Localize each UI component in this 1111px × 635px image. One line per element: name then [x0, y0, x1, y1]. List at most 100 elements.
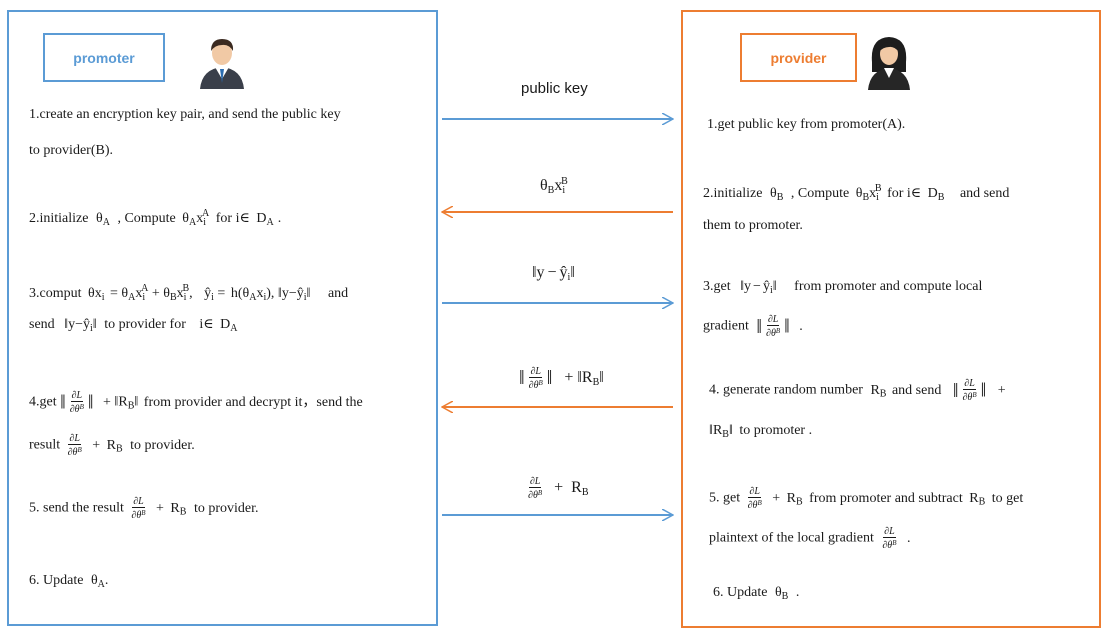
text-math-dTheta: ∂θ	[962, 392, 973, 403]
text-math-theta: θ	[182, 211, 189, 226]
text-math-close: )	[266, 286, 271, 301]
text-provider-steps-s3a: 3.get	[703, 279, 731, 294]
text-provider-steps-s2e: them to promoter.	[703, 218, 803, 233]
text-math-minus: −	[547, 264, 557, 281]
text-math-A: A	[128, 292, 136, 303]
text-promoter-steps-s4b: from provider and decrypt it，send the	[143, 394, 363, 410]
text-math-B: B	[547, 185, 555, 196]
text-math-dTheta: ∂θ	[747, 500, 758, 511]
text-math-plus: +	[554, 479, 564, 497]
text-math-dTheta: ∂θ	[69, 404, 80, 415]
text-promoter-steps-s4a: 4.get	[29, 394, 57, 410]
text-math-norm: ‖	[740, 279, 745, 294]
text-math-A: A	[266, 217, 274, 228]
text-math-dTheta: ∂θ	[528, 490, 538, 501]
text-math-i: i	[567, 272, 571, 283]
text-math-theta: θ	[242, 286, 250, 301]
text-math-B: B	[170, 292, 177, 303]
text-math-dot: .	[799, 318, 803, 334]
provider-step-3: 3.get ‖y−ŷi‖ from promoter and compute …	[703, 278, 1088, 348]
text-math-norm: ‖	[577, 369, 582, 387]
text-math-hat: ŷ	[559, 264, 568, 281]
text-math-y: y	[744, 279, 752, 294]
text-math-R: R	[712, 423, 723, 438]
text-math-norm: ‖	[519, 367, 525, 389]
text-math-dot: .	[906, 530, 911, 546]
promoter-step-1: 1.create an encryption key pair, and sen…	[29, 106, 429, 158]
text-math-B: B	[775, 327, 781, 335]
text-math-norm: ‖	[306, 286, 311, 301]
text-math-norm: ‖	[92, 317, 97, 332]
text-math-x: x	[94, 286, 102, 301]
text-math-i: i	[183, 292, 187, 303]
text-math-y: y	[68, 317, 76, 332]
text-math-B: B	[592, 377, 600, 389]
text-promoter-steps-s5b: to provider.	[193, 500, 259, 516]
text-math-theta: θ	[95, 211, 103, 226]
text-math-plus: +	[772, 490, 781, 506]
text-provider-steps-s5a: 5. get	[709, 490, 741, 506]
text-math-dL: ∂L	[70, 390, 84, 402]
text-provider-steps-s5d: plaintext of the local gradient	[709, 530, 874, 546]
promoter-step-6: 6. Update θA.	[29, 572, 229, 594]
text-provider-steps-s5c: to get	[991, 490, 1024, 506]
text-math-B: B	[581, 487, 589, 499]
text-math-A: A	[141, 283, 149, 294]
text-provider-steps-s4a: 4. generate random number	[709, 382, 863, 398]
text-provider-steps-s4b: and send	[891, 382, 942, 398]
text-math-y: y	[281, 286, 289, 301]
text-math-B: B	[141, 509, 146, 517]
text-math-B: B	[874, 183, 882, 194]
text-provider-steps-s3c: gradient	[703, 318, 749, 334]
text-promoter-steps-s2a: 2.initialize	[29, 211, 89, 226]
text-math-i: i	[142, 292, 146, 303]
text-math-R: R	[170, 500, 180, 516]
text-math-B: B	[116, 443, 123, 455]
text-math-i: i	[101, 292, 105, 303]
text-math-B: B	[937, 192, 945, 203]
text-promoter-steps-s5a: 5. send the result	[29, 500, 124, 516]
text-math-dot: .	[795, 585, 800, 600]
text-math-theta: θ	[121, 286, 129, 301]
text-math-plus: +	[103, 394, 111, 410]
text-promoter-steps-s1a: 1.create an encryption key pair, and sen…	[29, 107, 341, 122]
text-math-R: R	[969, 490, 979, 506]
text-math-D: D	[256, 211, 267, 226]
provider-step-5: 5. get ∂L∂θB + RB from promoter and subt…	[709, 486, 1094, 556]
text-math-dL: ∂L	[528, 476, 542, 488]
text-math-theta: θ	[769, 186, 777, 201]
text-math-theta: θ	[855, 186, 863, 201]
text-math-D: D	[927, 186, 938, 201]
text-math-dTheta: ∂θ	[67, 447, 78, 458]
text-math-A: A	[102, 217, 110, 228]
text-math-norm: ‖	[772, 279, 777, 294]
text-math-B: B	[757, 499, 762, 507]
text-math-dot: .	[104, 573, 109, 588]
promoter-panel: promoter 1.create an encryption key pair…	[7, 10, 438, 626]
text-math-B: B	[537, 489, 543, 497]
text-math-B: B	[892, 539, 897, 547]
text-math-theta: θ	[163, 286, 170, 301]
text-math-theta: θ	[88, 286, 95, 301]
text-math-R: R	[870, 382, 880, 398]
text-math-D: D	[220, 317, 231, 332]
text-math-B: B	[561, 176, 568, 187]
text-math-plus: +	[156, 500, 164, 516]
text-math-plus: +	[564, 369, 574, 387]
text-math-norm: ‖	[952, 379, 959, 402]
text-provider-steps-s3b: from promoter and compute local	[794, 279, 983, 294]
text-provider-steps-s2b: , Compute	[790, 186, 850, 201]
text-math-norm: ‖	[277, 286, 282, 301]
text-math-norm: ‖	[64, 317, 69, 332]
text-math-theta: θ	[90, 573, 98, 588]
text-math-i: i	[203, 217, 207, 228]
text-math-B: B	[796, 496, 803, 508]
text-provider-steps-s4c: to promoter .	[739, 423, 813, 438]
text-provider-steps-s2a: 2.initialize	[703, 186, 763, 201]
promoter-step-5: 5. send the result ∂L∂θB + RB to provide…	[29, 496, 429, 522]
text-math-hat: ŷ	[296, 286, 304, 301]
text-math-norm: ‖	[546, 367, 553, 389]
text-math-dL: ∂L	[963, 378, 976, 390]
text-promoter-steps-s3c: send	[29, 317, 55, 332]
text-math-dot: .	[277, 211, 282, 226]
